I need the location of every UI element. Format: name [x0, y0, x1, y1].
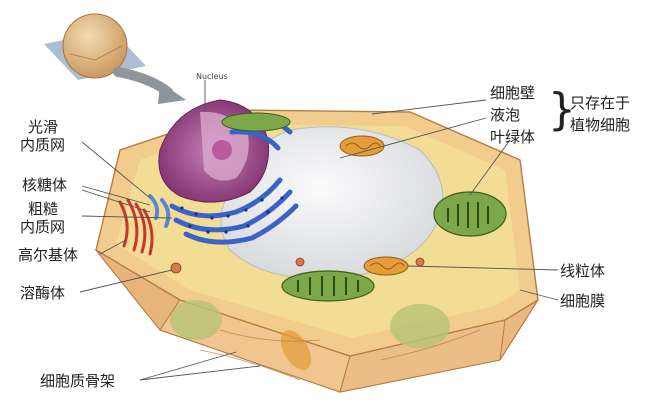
label-smooth-er-line1: 光滑 — [28, 118, 58, 136]
label-plant-only-line2: 植物细胞 — [570, 116, 630, 134]
label-plant-only-line1: 只存在于 — [570, 94, 630, 112]
label-rough-er-line1: 粗糙 — [28, 200, 58, 218]
label-golgi: 高尔基体 — [18, 246, 78, 264]
label-chloroplast: 叶绿体 — [490, 128, 535, 146]
label-rough-er-line2: 内质网 — [20, 218, 65, 236]
label-vacuole: 液泡 — [490, 106, 520, 124]
label-mitochondrion: 线粒体 — [560, 262, 605, 280]
label-ribosome: 核糖体 — [22, 176, 67, 194]
label-cell-membrane: 细胞膜 — [560, 292, 605, 310]
label-nucleus: Nucleus — [196, 72, 228, 81]
label-smooth-er-line2: 内质网 — [20, 136, 65, 154]
inset-arrow — [118, 72, 186, 104]
label-lysosome: 溶酶体 — [20, 284, 65, 302]
label-cytoskeleton: 细胞质骨架 — [40, 372, 115, 390]
label-cell-wall: 细胞壁 — [490, 84, 535, 102]
